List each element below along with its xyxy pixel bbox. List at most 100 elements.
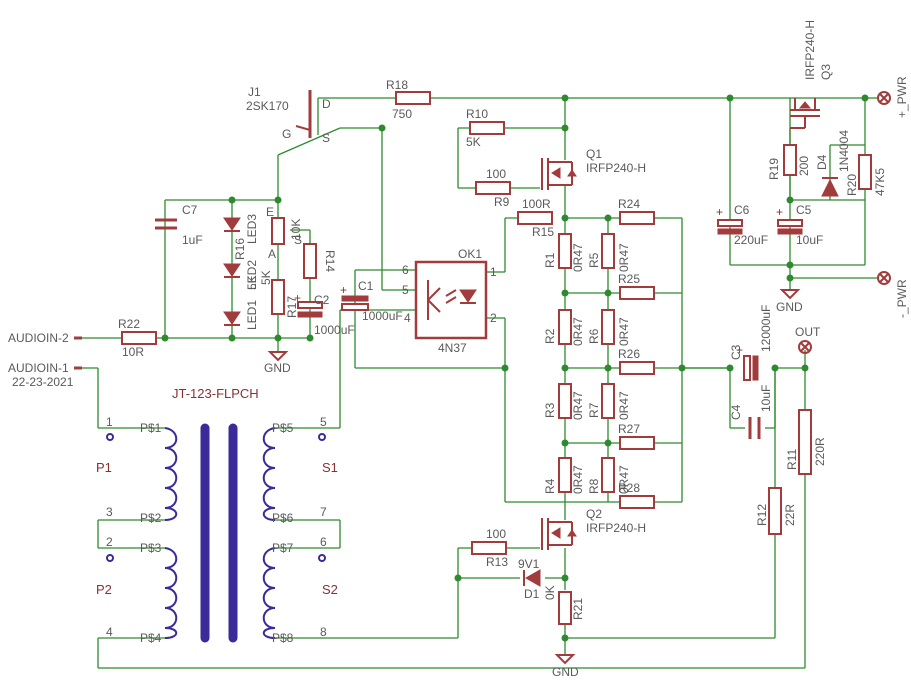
r20-ref: R20 [845, 174, 859, 196]
d4-ref: D4 [815, 154, 829, 170]
d4-value: 1N4004 [837, 130, 851, 172]
connectors [74, 91, 891, 370]
r14-value: 10K [289, 219, 303, 240]
pwr-neg-label: -_PWR [895, 279, 909, 318]
svg-text:+: + [776, 205, 783, 219]
q2-ref: Q2 [586, 507, 602, 521]
r13-value: 100 [486, 527, 506, 541]
r4-value: 0R47 [571, 465, 585, 494]
capacitors: + + + + + [155, 205, 803, 439]
pin-label: P$8 [272, 631, 294, 645]
mosfet-q3 [790, 98, 820, 129]
diodes [523, 177, 839, 587]
r7-ref: R7 [587, 402, 601, 418]
r3-value: 0R47 [571, 391, 585, 420]
ok1-value: 4N37 [438, 341, 467, 355]
q1-ref: Q1 [586, 147, 602, 161]
r5-value: 0R47 [617, 243, 631, 272]
led3-ref: LED3 [245, 214, 259, 244]
resistor-r15 [517, 211, 553, 225]
c1-value: 1000uF [362, 309, 403, 323]
audioin-1-label: AUDIOIN-1 [8, 361, 69, 375]
svg-text:+: + [340, 283, 347, 297]
gnd-label: GND [776, 300, 803, 314]
r17-value: 5K [245, 275, 259, 290]
r11-ref: R11 [785, 449, 799, 470]
audioin-2-label: AUDIOIN-2 [8, 331, 69, 345]
r6-value: 0R47 [617, 317, 631, 346]
resistor-r12 [768, 487, 782, 535]
r6-ref: R6 [587, 328, 601, 344]
svg-text:+: + [736, 343, 743, 357]
r8-value: 0R47 [617, 465, 631, 494]
pin-number: 1 [106, 415, 113, 429]
resistor-r19 [783, 144, 797, 176]
resistor-r7 [601, 383, 615, 419]
r8-ref: R8 [587, 478, 601, 494]
resistor-r17 [271, 279, 285, 315]
pin-label: P$6 [272, 511, 294, 525]
resistors [121, 91, 872, 625]
r22-value: 10R [122, 345, 144, 359]
mosfet-q2 [541, 518, 577, 550]
r11-value: 220R [813, 437, 827, 466]
led2-ref: LED2 [245, 260, 259, 290]
ok1-ref: OK1 [458, 247, 482, 261]
r21-value: 0K [543, 585, 557, 600]
ok1-pin: 4 [404, 311, 411, 325]
resistor-r24 [619, 211, 655, 225]
ok1-pin: 2 [490, 311, 497, 325]
resistor-r13 [471, 541, 507, 555]
c4-ref: C4 [729, 404, 743, 420]
r10-ref: R10 [466, 107, 488, 121]
pin-number: 7 [320, 505, 327, 519]
svg-text:+: + [716, 205, 723, 219]
mosfet-q1 [541, 158, 577, 190]
c2-value: 1000uF [314, 323, 355, 337]
r2-ref: R2 [543, 328, 557, 344]
c5-ref: C5 [796, 203, 812, 217]
capacitor-c2: + [294, 291, 323, 318]
ground-icon [554, 654, 576, 665]
ground-symbols [267, 289, 801, 665]
r20-value: 47K5 [873, 168, 887, 196]
optocoupler-ok1 [414, 260, 488, 340]
pin-number: 3 [106, 505, 113, 519]
r16-ref: R16 [233, 238, 247, 260]
r16-pin-s: S [294, 233, 302, 247]
pin-label: P$4 [140, 631, 162, 645]
r26-ref: R26 [618, 347, 640, 361]
c2-ref: C2 [314, 293, 330, 307]
r18-value: 750 [392, 107, 412, 121]
out-connector-icon [798, 340, 812, 354]
resistor-r20 [858, 154, 872, 190]
resistor-r10 [469, 121, 505, 135]
resistor-r27 [619, 436, 655, 450]
r1-value: 0R47 [571, 243, 585, 272]
r21-ref: R21 [571, 598, 585, 620]
r15-ref: R15 [532, 225, 554, 239]
r14-ref: R14 [323, 250, 337, 272]
r18-ref: R18 [386, 78, 408, 92]
resistor-r11 [798, 409, 812, 475]
r12-ref: R12 [755, 504, 769, 526]
r22-ref: R22 [118, 317, 140, 331]
gnd-label: GND [552, 665, 579, 677]
r4-ref: R4 [543, 478, 557, 494]
resistor-r3 [558, 383, 572, 419]
q1-value: IRFP240-H [586, 161, 646, 175]
c6-value: 220uF [734, 233, 768, 247]
r19-ref: R19 [767, 158, 781, 180]
c5-value: 10uF [796, 233, 823, 247]
pin-number: 6 [320, 535, 327, 549]
diode-d1 [523, 569, 541, 587]
c1-ref: C1 [358, 279, 374, 293]
gnd-label: GND [264, 361, 291, 375]
resistor-r25 [619, 286, 655, 300]
capacitor-c7 [155, 218, 177, 230]
date-label: 22-23-2021 [12, 375, 74, 389]
labels: +_PWR -_PWR GND GND GND AUDIOIN-2 AUDIOI… [8, 20, 909, 679]
s2-label: S2 [322, 582, 338, 597]
